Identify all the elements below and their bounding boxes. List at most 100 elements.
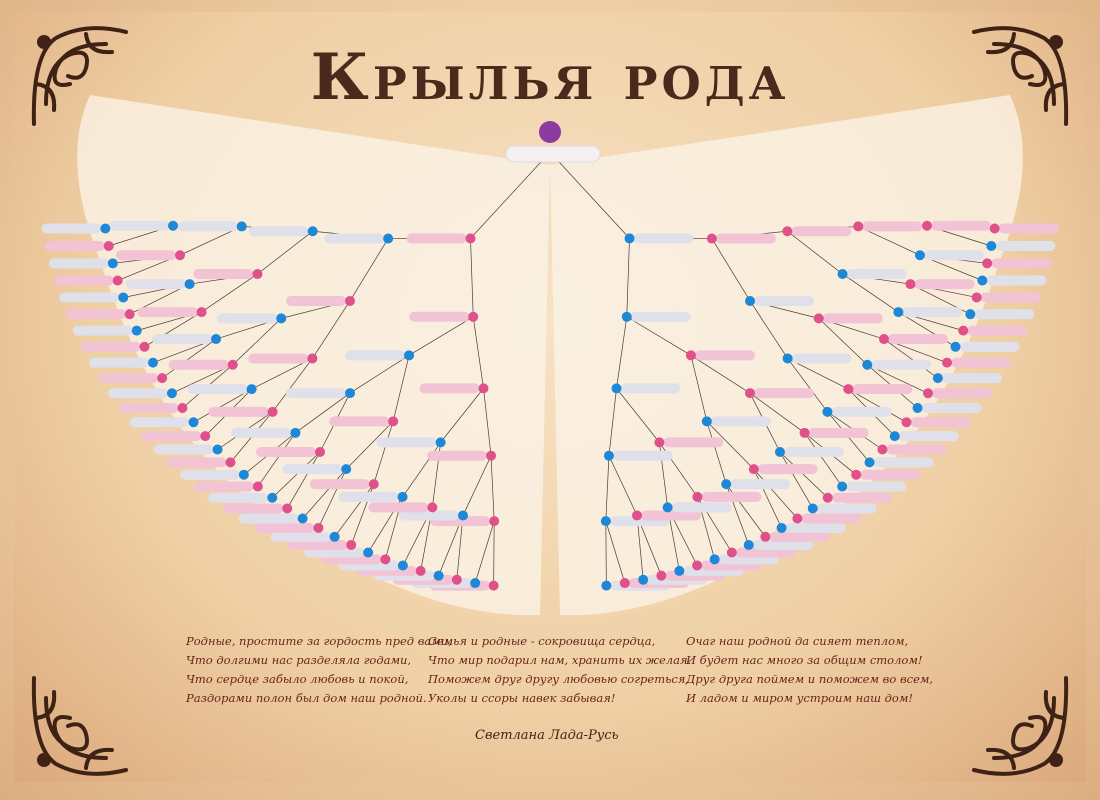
female-node-dot	[921, 220, 932, 231]
male-node-dot	[168, 220, 179, 231]
male-node-dot	[307, 226, 318, 237]
male-node-dot	[950, 341, 961, 352]
male-node-dot	[743, 539, 754, 550]
person-name-field	[816, 503, 877, 514]
person-name-field	[248, 353, 309, 364]
male-node-dot	[433, 570, 444, 581]
person-name-field	[974, 309, 1035, 320]
person-name-field	[137, 307, 198, 318]
person-name-field	[921, 402, 982, 413]
male-node-dot	[107, 258, 118, 269]
tree-branch-line	[493, 521, 495, 586]
female-node-dot	[632, 510, 643, 521]
corner-ornament-bottom-right	[972, 676, 1069, 776]
female-node-dot	[252, 268, 263, 279]
male-node-dot	[329, 531, 340, 542]
person-name-field	[735, 547, 796, 558]
tree-branch-line	[295, 392, 351, 434]
person-name-field	[932, 388, 993, 399]
tree-branch-line	[706, 421, 755, 470]
tree-branch-line	[349, 238, 389, 302]
tree-branch-line	[616, 316, 628, 389]
person-name-field	[376, 437, 437, 448]
female-node-dot	[344, 295, 355, 306]
female-node-dot	[685, 350, 696, 361]
male-node-dot	[397, 560, 408, 571]
person-name-field	[309, 479, 370, 490]
person-name-field	[368, 502, 429, 513]
female-node-dot	[878, 334, 889, 345]
person-name-field	[153, 444, 214, 455]
person-name-field	[152, 334, 213, 345]
person-name-field	[846, 481, 907, 492]
female-node-dot	[656, 570, 667, 581]
person-name-field	[808, 427, 869, 438]
person-name-field	[324, 233, 385, 244]
female-node-dot	[706, 233, 717, 244]
person-name-field	[701, 491, 762, 502]
female-node-dot	[813, 313, 824, 324]
male-node-dot	[238, 469, 249, 480]
male-node-dot	[701, 416, 712, 427]
tree-branch-line	[711, 238, 751, 302]
male-node-dot	[914, 250, 925, 261]
male-node-dot	[603, 450, 614, 461]
person-name-field	[270, 531, 331, 542]
root-node-dot	[539, 121, 561, 143]
female-node-dot	[139, 341, 150, 352]
person-name-field	[980, 292, 1041, 303]
female-node-dot	[200, 431, 211, 442]
female-node-dot	[877, 444, 888, 455]
person-name-field	[406, 233, 467, 244]
male-node-dot	[600, 516, 611, 527]
person-name-field	[941, 373, 1002, 384]
male-node-dot	[276, 313, 287, 324]
male-node-dot	[341, 464, 352, 475]
male-node-dot	[807, 503, 818, 514]
tree-branch-line	[842, 273, 899, 313]
person-name-field	[80, 341, 141, 352]
tree-branch-line	[302, 468, 347, 519]
female-node-dot	[388, 416, 399, 427]
tree-branch-line	[272, 358, 313, 413]
female-node-dot	[726, 547, 737, 558]
person-name-field	[862, 221, 923, 232]
male-node-dot	[864, 457, 875, 468]
person-name-field	[871, 359, 932, 370]
person-name-field	[991, 258, 1052, 269]
poem-line: Что мир подарил нам, хранить их желая.	[428, 653, 692, 667]
tree-branch-line	[257, 230, 313, 275]
person-name-field	[286, 388, 347, 399]
tree-branch-line	[787, 358, 849, 390]
tree-branch-line	[753, 468, 798, 519]
poem-line: Друг друга поймем и поможем во всем,	[686, 672, 934, 686]
tree-branch-line	[608, 388, 617, 456]
male-node-dot	[601, 580, 612, 591]
person-name-field	[769, 531, 830, 542]
person-name-field	[783, 446, 844, 457]
female-node-dot	[267, 406, 278, 417]
female-node-dot	[853, 221, 864, 232]
female-node-dot	[488, 580, 499, 591]
female-node-dot	[692, 560, 703, 571]
person-name-field	[41, 223, 102, 234]
female-node-dot	[942, 357, 953, 368]
person-name-field	[951, 357, 1012, 368]
person-name-field	[48, 258, 109, 269]
female-node-dot	[901, 417, 912, 428]
poem-line: Родные, простите за гордость пред вами,	[186, 634, 452, 648]
male-node-dot	[965, 309, 976, 320]
person-name-field	[630, 311, 691, 322]
male-node-dot	[745, 295, 756, 306]
male-node-dot	[246, 384, 257, 395]
female-node-dot	[346, 539, 357, 550]
male-node-dot	[624, 233, 635, 244]
person-name-field	[231, 427, 292, 438]
tree-branch-line	[470, 238, 474, 317]
person-name-field	[620, 383, 681, 394]
person-name-field	[801, 513, 862, 524]
person-name-field	[193, 481, 254, 492]
tree-branch-line	[456, 515, 464, 580]
person-name-field	[254, 522, 315, 533]
